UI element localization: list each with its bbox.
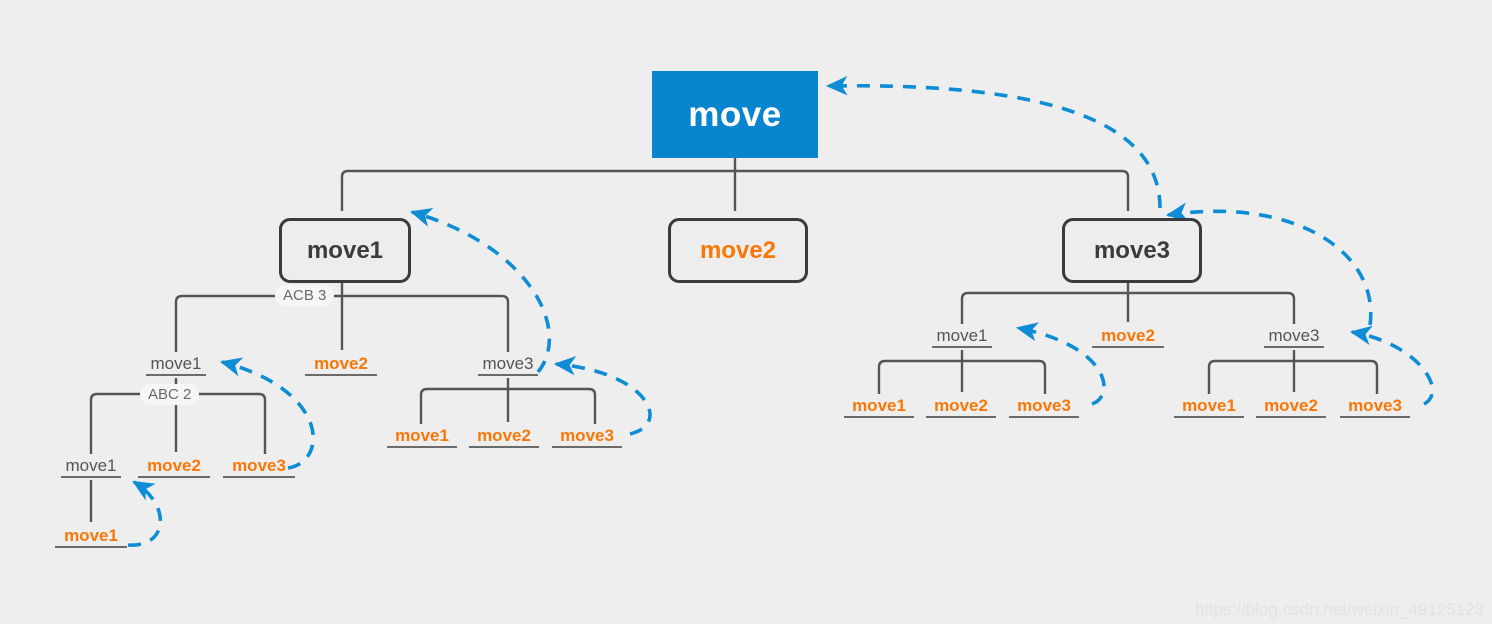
badge-acb-3: ACB 3 [275,285,335,306]
node-underline [932,346,992,348]
node-c-move1[interactable]: move1 [55,520,127,548]
node-a-move3[interactable]: move3 [478,348,538,376]
watermark-text: https://blog.csdn.net/weixin_49125123 [1194,600,1484,619]
badge-abc-2: ABC 2 [140,384,200,405]
level2-node-move3-label: move3 [1093,236,1171,264]
node-b-move2-label: move2 [147,456,201,475]
node-a-move2-label: move2 [314,354,368,373]
node-underline [844,416,914,418]
node-g-move1[interactable]: move1 [1174,390,1244,418]
node-a-move3-label: move3 [482,354,534,373]
node-g-move2[interactable]: move2 [1256,390,1326,418]
node-g-move3[interactable]: move3 [1340,390,1410,418]
node-d-move2[interactable]: move2 [469,420,539,448]
node-underline [1340,416,1410,418]
node-e-move1[interactable]: move1 [932,320,992,348]
node-f-move1-label: move1 [852,396,906,415]
node-f-move1[interactable]: move1 [844,390,914,418]
node-underline [305,374,377,376]
node-underline [1009,416,1079,418]
node-f-move2-label: move2 [934,396,988,415]
node-b-move3-label: move3 [232,456,286,475]
node-g-move2-label: move2 [1264,396,1318,415]
node-d-move3-label: move3 [560,426,614,445]
node-underline [1264,346,1324,348]
badge-acb-3-label: ACB 3 [283,287,327,304]
node-g-move3-label: move3 [1348,396,1402,415]
node-b-move1-label: move1 [65,456,117,475]
node-e-move2[interactable]: move2 [1092,320,1164,348]
root-node-label: move [688,94,782,134]
node-underline [1256,416,1326,418]
node-underline [387,446,457,448]
node-underline [478,374,538,376]
node-underline [1092,346,1164,348]
node-d-move3[interactable]: move3 [552,420,622,448]
level2-node-move1[interactable]: move1 [279,218,411,283]
node-b-move3[interactable]: move3 [223,450,295,478]
level2-node-move2-label: move2 [699,236,777,264]
node-e-move3[interactable]: move3 [1264,320,1324,348]
node-d-move2-label: move2 [477,426,531,445]
node-underline [1174,416,1244,418]
node-underline [61,476,121,478]
node-e-move1-label: move1 [936,326,988,345]
root-node-move[interactable]: move [652,71,818,158]
node-underline [146,374,206,376]
node-a-move1[interactable]: move1 [146,348,206,376]
node-c-move1-label: move1 [64,526,118,545]
node-g-move1-label: move1 [1182,396,1236,415]
node-underline [552,446,622,448]
node-f-move3[interactable]: move3 [1009,390,1079,418]
node-d-move1[interactable]: move1 [387,420,457,448]
node-a-move2[interactable]: move2 [305,348,377,376]
level2-node-move3[interactable]: move3 [1062,218,1202,283]
node-underline [223,476,295,478]
watermark: https://blog.csdn.net/weixin_49125123 [1195,600,1484,620]
node-e-move2-label: move2 [1101,326,1155,345]
node-e-move3-label: move3 [1268,326,1320,345]
node-underline [55,546,127,548]
level2-node-move1-label: move1 [306,236,384,264]
badge-abc-2-label: ABC 2 [148,386,192,403]
node-a-move1-label: move1 [150,354,202,373]
node-d-move1-label: move1 [395,426,449,445]
node-b-move2[interactable]: move2 [138,450,210,478]
node-underline [926,416,996,418]
node-b-move1[interactable]: move1 [61,450,121,478]
level2-node-move2[interactable]: move2 [668,218,808,283]
node-f-move2[interactable]: move2 [926,390,996,418]
node-underline [469,446,539,448]
node-underline [138,476,210,478]
node-f-move3-label: move3 [1017,396,1071,415]
